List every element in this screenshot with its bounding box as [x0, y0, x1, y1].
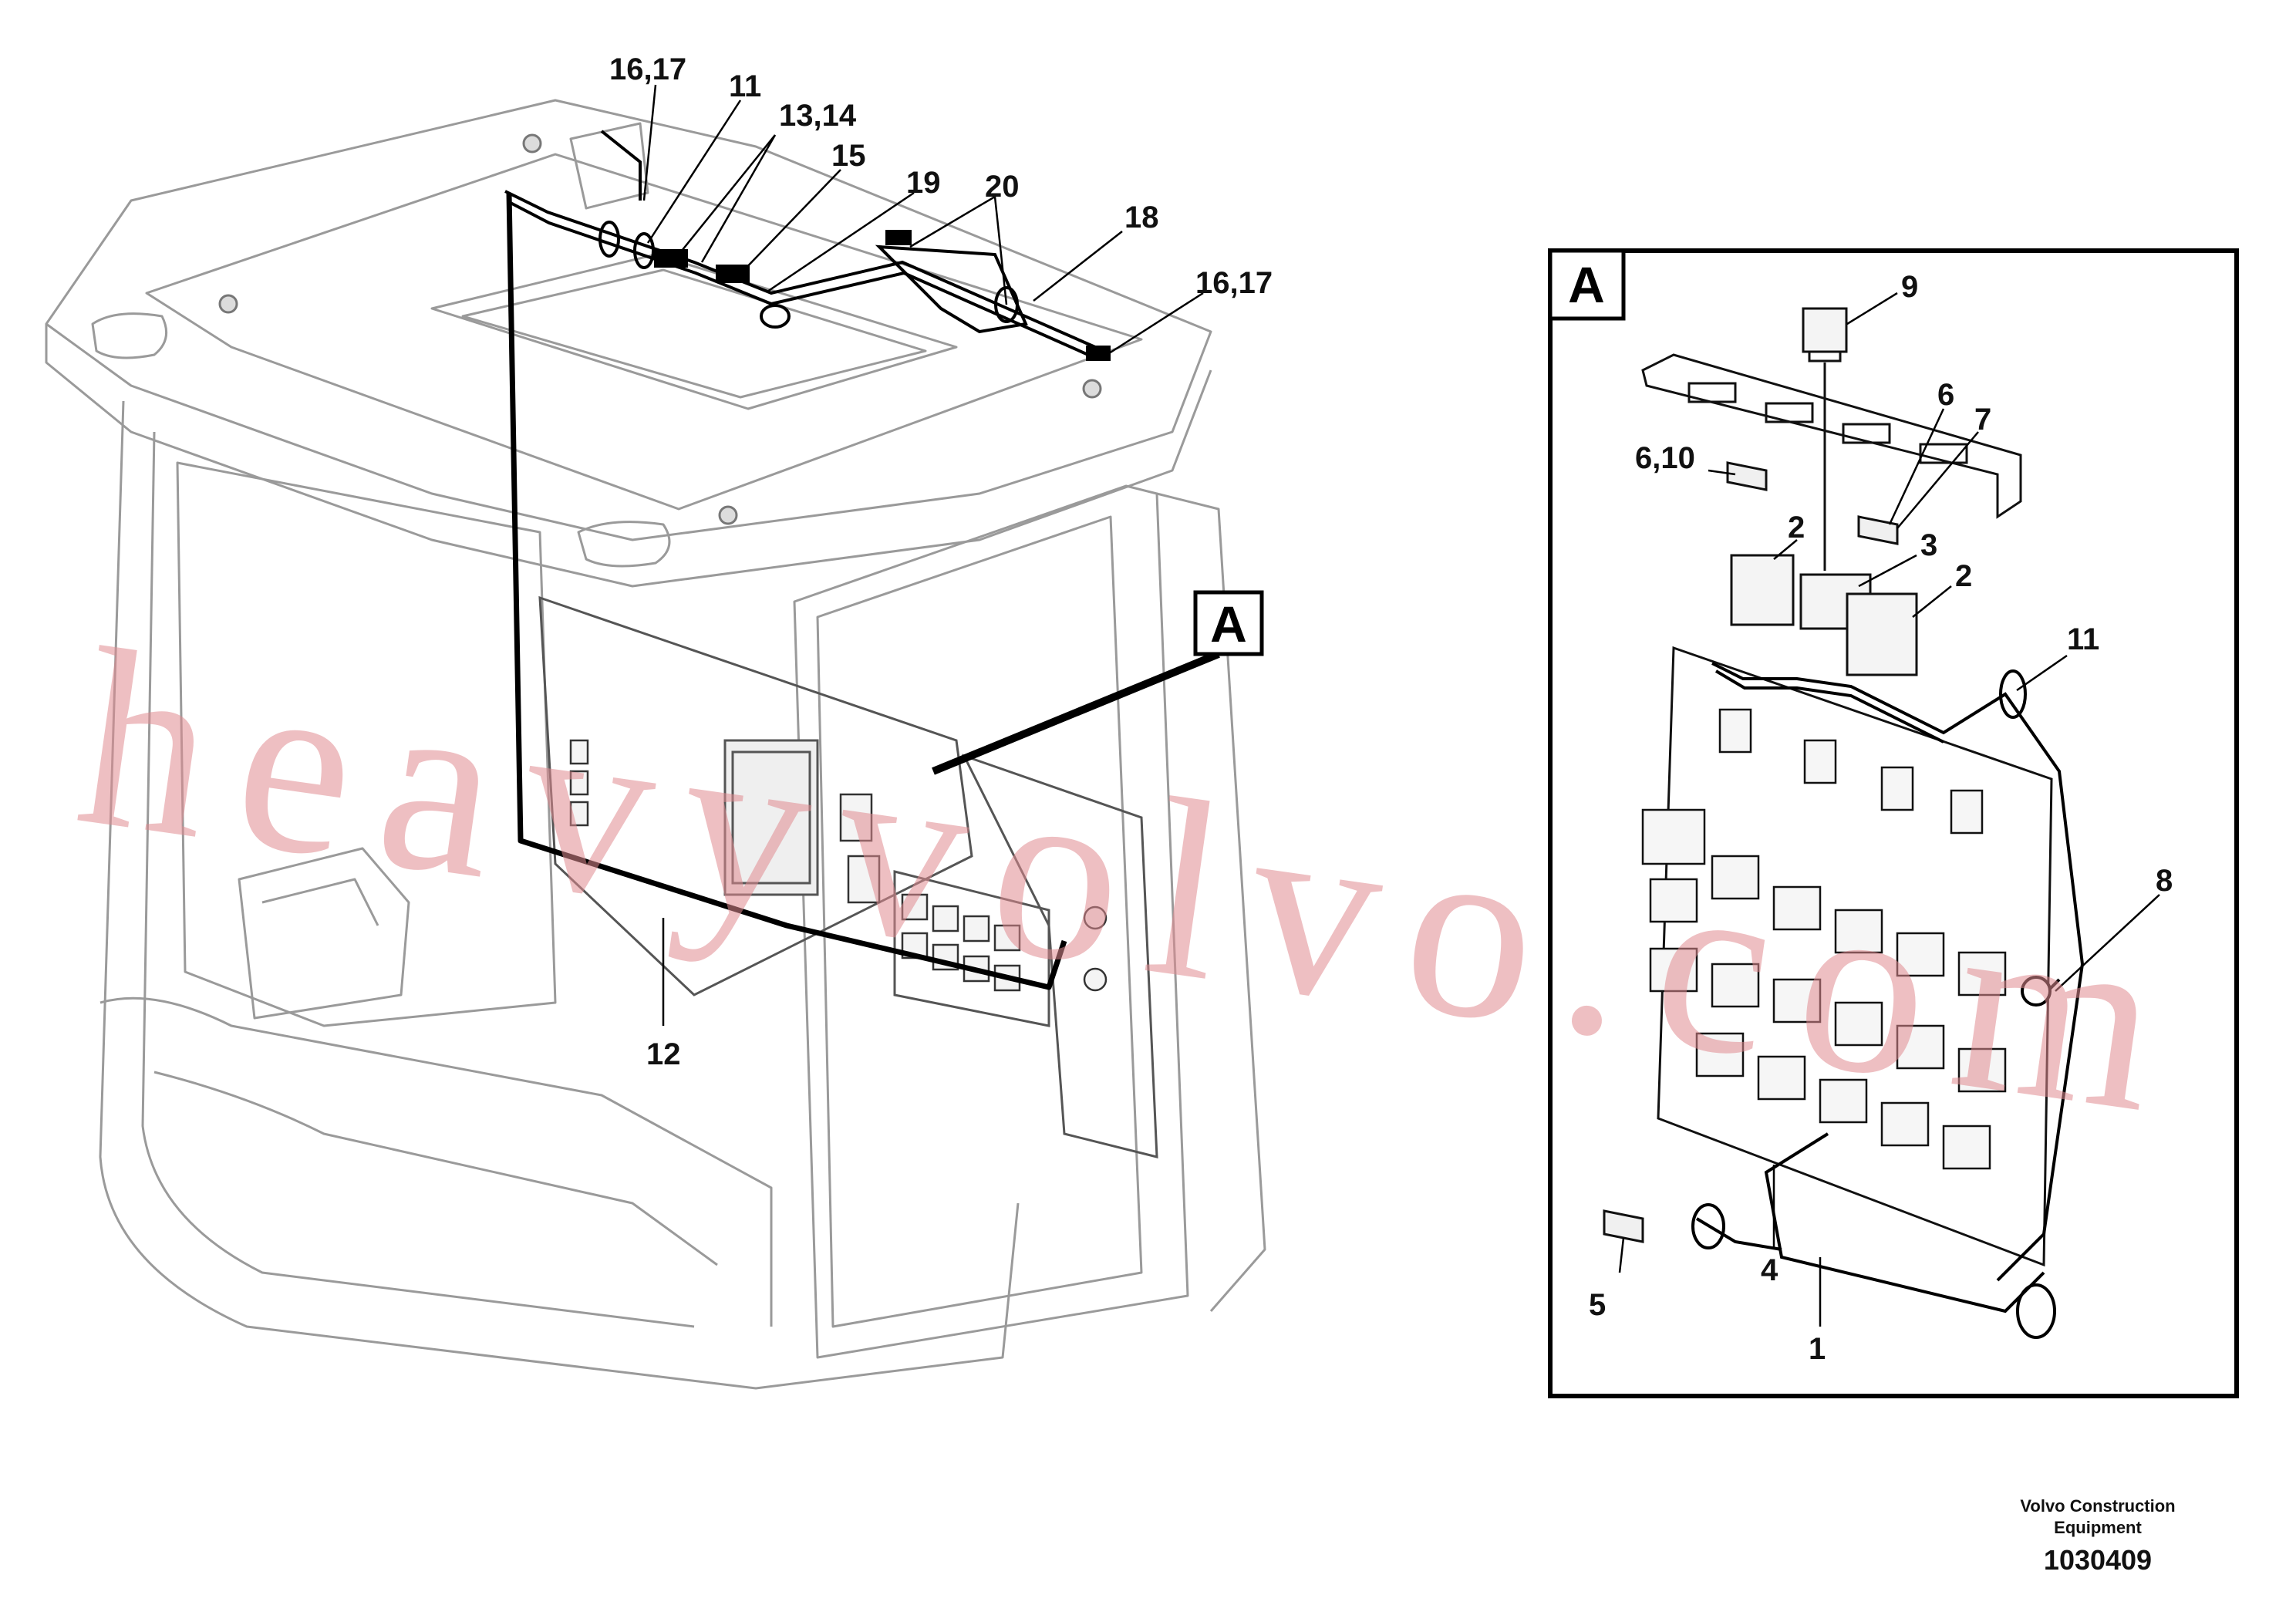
company-name-line2: Equipment	[2054, 1518, 2142, 1537]
callout-13-14: 13,14	[779, 99, 857, 133]
company-name-line1: Volvo Construction	[2020, 1496, 2175, 1516]
detail-a-frame-letter: A	[1568, 256, 1605, 313]
detail-a-wiring	[1691, 662, 2085, 1339]
roof-bolts	[218, 133, 1102, 525]
detail-a-sensor	[1603, 1209, 1644, 1243]
detail-a-fuses	[1726, 461, 1899, 545]
footer: Volvo Construction Equipment 1030409	[2020, 1496, 2175, 1576]
main-callouts: 16,17 11 13,14 15 19 20 18 16,17 12	[609, 52, 1273, 1071]
detail-leader-lines	[1618, 292, 2160, 1327]
callout-2-right: 2	[1955, 559, 1972, 593]
detail-a-indicator-letter: A	[1210, 595, 1247, 653]
callout-4: 4	[1761, 1253, 1778, 1287]
detail-a-indicator: A	[932, 590, 1264, 775]
callout-7: 7	[1974, 403, 1991, 437]
callout-12: 12	[646, 1037, 681, 1071]
callout-6: 6	[1937, 378, 1954, 412]
callout-11: 11	[729, 69, 761, 103]
detail-callouts: 9 6 7 6,10 2 3 2 11 8 5 4 1	[1589, 270, 2173, 1366]
main-leader-lines	[642, 84, 1204, 1026]
callout-19: 19	[906, 166, 941, 200]
callout-6-10: 6,10	[1635, 441, 1695, 475]
callout-20: 20	[985, 170, 1020, 204]
callout-18: 18	[1124, 201, 1159, 234]
document-number: 1030409	[2044, 1544, 2152, 1576]
callout-16-17-right: 16,17	[1195, 266, 1273, 300]
detail-a-frame: A	[1548, 248, 2239, 1398]
callout-2-left: 2	[1788, 511, 1805, 545]
detail-a-relays	[1641, 708, 2007, 1170]
detail-a-bracket	[1641, 307, 2022, 571]
harness-12	[506, 192, 1067, 990]
callout-5: 5	[1589, 1288, 1606, 1322]
detail-a-connectors	[1730, 554, 1918, 676]
cab-illustration	[45, 99, 1266, 1390]
electrical-cabinet	[538, 595, 1158, 1158]
roof-harness	[504, 130, 1111, 361]
callout-15: 15	[831, 139, 866, 173]
callout-3: 3	[1920, 528, 1937, 562]
callout-1: 1	[1809, 1332, 1826, 1366]
callout-9: 9	[1901, 270, 1918, 304]
callout-8: 8	[2156, 864, 2173, 898]
callout-11-detail: 11	[2067, 622, 2099, 656]
callout-16-17-top: 16,17	[609, 52, 686, 86]
